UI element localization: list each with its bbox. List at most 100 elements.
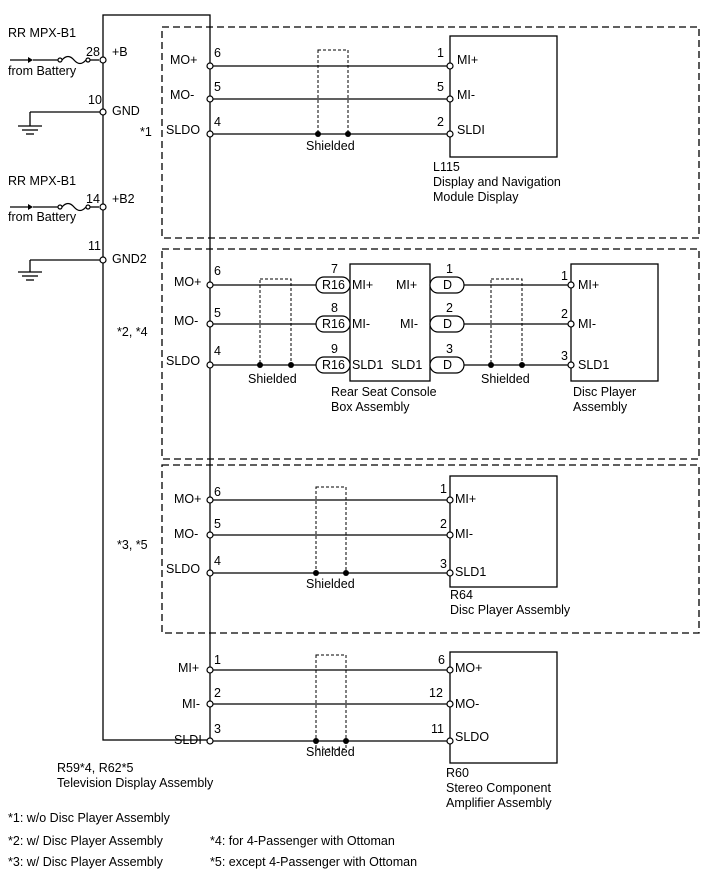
pin-label: MI- (457, 88, 475, 102)
pin-number: 4 (214, 554, 221, 568)
pin-label: MI- (578, 317, 596, 331)
pin-number: 3 (446, 342, 453, 356)
pin-label: +B2 (112, 192, 135, 206)
connector-code: D (443, 278, 452, 292)
shielded-label: Shielded (306, 745, 355, 759)
footnote-3: *3: w/ Disc Player Assembly (8, 855, 164, 869)
section-3: *3, *5 MO+ 6 1 MI+ MO- 5 2 MI- SLDO 4 3 … (117, 464, 700, 634)
pin-number: 11 (431, 722, 444, 736)
connector-code: D (443, 317, 452, 331)
connector-code: R16 (322, 358, 345, 372)
pin-label: +B (112, 45, 128, 59)
option-tag: *1 (140, 125, 152, 139)
pin-label: SLDO (166, 562, 200, 576)
component-code: L115 (433, 160, 460, 174)
component-code: R59*4, R62*5 (57, 761, 133, 775)
pin-label: MI- (455, 527, 473, 541)
pin-label: GND (112, 104, 140, 118)
pin-number: 4 (214, 344, 221, 358)
source-label-1: from Battery (8, 64, 77, 78)
footnote-1: *1: w/o Disc Player Assembly (8, 811, 171, 825)
pin-number: 10 (88, 93, 102, 107)
pin-label: SLD1 (352, 358, 383, 372)
power-feed-1: RR MPX-B1 28 +B from Battery (8, 26, 128, 78)
pin-label: SLDO (166, 123, 200, 137)
pin-number: 12 (429, 686, 443, 700)
r16-connector (315, 356, 351, 374)
component-name: Module Display (433, 190, 519, 204)
pin-number: 1 (446, 262, 453, 276)
pin-number: 2 (446, 301, 453, 315)
pin-label: MO+ (174, 275, 201, 289)
pin-number: 14 (86, 192, 100, 206)
pin-label: MO- (174, 314, 198, 328)
fuse-icon (61, 55, 87, 65)
pin-number: 6 (438, 653, 445, 667)
pin-label: MI- (400, 317, 418, 331)
pin-label: SLD1 (578, 358, 609, 372)
shield-left (259, 278, 292, 366)
source-label-2: from Battery (8, 210, 77, 224)
pin-number: 2 (561, 307, 568, 321)
option-boundary (161, 464, 700, 634)
shielded-label: Shielded (248, 372, 297, 386)
shielded-label: Shielded (306, 577, 355, 591)
section-2: *2, *4 R16 7 MI+ MI+ D 1 MO+ 6 1 MI+ R16… (117, 248, 700, 460)
pin-number: 3 (440, 557, 447, 571)
pin-number: 8 (331, 301, 338, 315)
shielded-label: Shielded (481, 372, 530, 386)
fuse-icon (61, 202, 87, 212)
component-name: Television Display Assembly (57, 776, 214, 790)
pin-number: 7 (331, 262, 338, 276)
pin-number: 1 (214, 653, 221, 667)
pin-label: MI+ (396, 278, 417, 292)
fuse-label-2: RR MPX-B1 (8, 174, 76, 188)
pin-number: 11 (88, 239, 101, 253)
pin-number: 28 (86, 45, 100, 59)
connector-code: R16 (322, 317, 345, 331)
pin-number: 2 (437, 115, 444, 129)
pin-number: 1 (437, 46, 444, 60)
television-display-assembly (102, 14, 211, 741)
footnote-4: *4: for 4-Passenger with Ottoman (210, 834, 395, 848)
r16-connector (315, 276, 351, 294)
pin-number: 5 (437, 80, 444, 94)
l115-connector-box (449, 35, 558, 158)
pin-number: 1 (440, 482, 447, 496)
pin-number: 4 (214, 115, 221, 129)
ground-2: 11 GND2 (18, 239, 147, 281)
shield (317, 49, 349, 135)
shield (315, 654, 347, 750)
fuse-label-1: RR MPX-B1 (8, 26, 76, 40)
component-code: R60 (446, 766, 469, 780)
section-1: *1 MO+ 6 1 MI+ MO- 5 5 MI- SLDO 4 2 SLDI… (140, 26, 700, 239)
pin-label: MI+ (578, 278, 599, 292)
pin-number: 9 (331, 342, 338, 356)
pin-number: 6 (214, 485, 221, 499)
pin-label: SLDI (174, 733, 202, 747)
pin-label: MI+ (352, 278, 373, 292)
r60-connector-box (449, 651, 558, 764)
pin-label: MI- (182, 697, 200, 711)
connector-code: D (443, 358, 452, 372)
pin-label: SLDO (166, 354, 200, 368)
pin-number: 6 (214, 46, 221, 60)
pin-number: 2 (440, 517, 447, 531)
ground-1: 10 GND (18, 93, 140, 135)
component-name: Amplifier Assembly (446, 796, 552, 810)
component-name: Disc Player (573, 385, 636, 399)
connector-code: R16 (322, 278, 345, 292)
rear-seat-console-box (349, 263, 431, 382)
pin-label: MO- (174, 527, 198, 541)
pin-number: 5 (214, 80, 221, 94)
option-tag: *2, *4 (117, 325, 148, 339)
pin-label: MI+ (178, 661, 199, 675)
component-name: Box Assembly (331, 400, 410, 414)
pin-label: MO+ (170, 53, 197, 67)
pin-label: GND2 (112, 252, 147, 266)
pin-number: 2 (214, 686, 221, 700)
pin-label: MO+ (174, 492, 201, 506)
pin-label: MO- (170, 88, 194, 102)
component-name: Display and Navigation (433, 175, 561, 189)
